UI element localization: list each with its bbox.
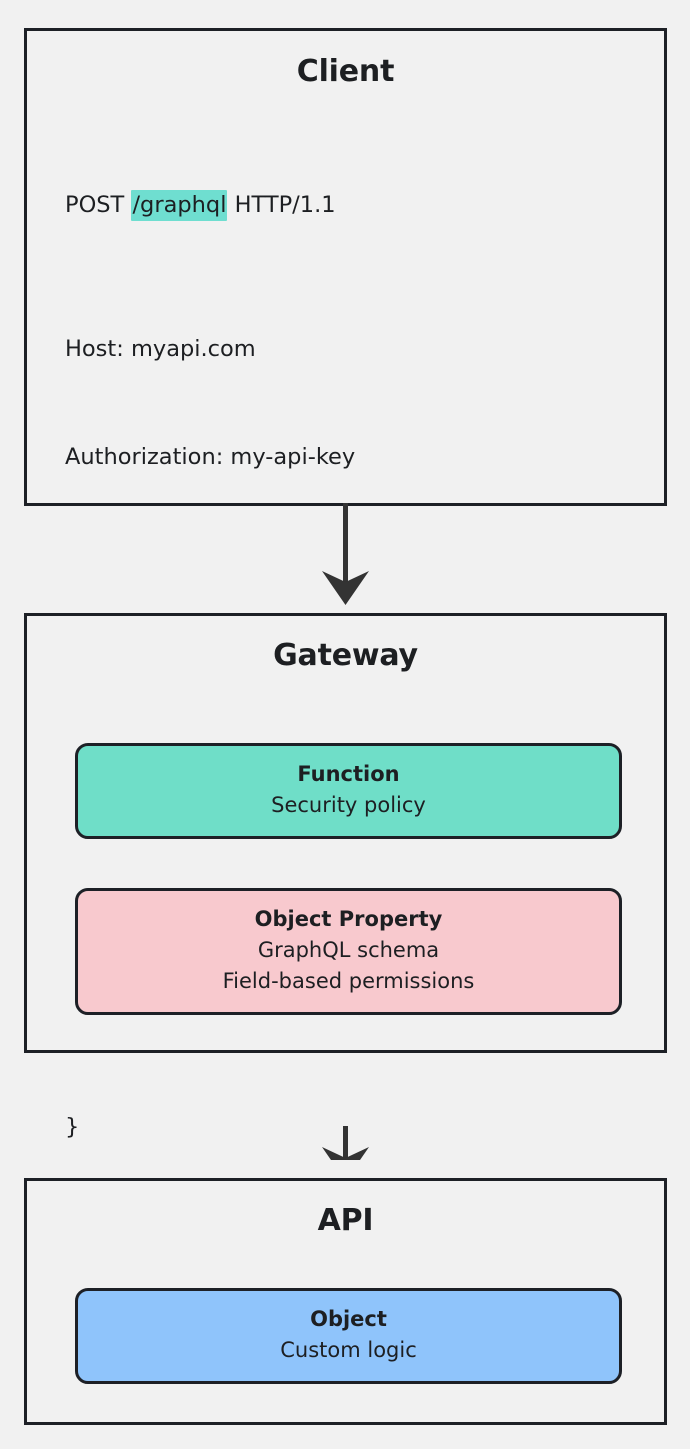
gateway-title: Gateway [273, 638, 418, 673]
request-method: POST [65, 192, 132, 218]
node-object[interactable]: Object Custom logic [75, 1288, 622, 1384]
api-stage: API Object Custom logic [24, 1178, 667, 1425]
node-object-property-title: Object Property [254, 907, 443, 931]
api-title: API [317, 1203, 374, 1238]
gateway-stage: Gateway Function Security policy Object … [24, 613, 667, 1053]
node-function-title: Function [297, 762, 400, 786]
node-object-property-line-2: Field-based permissions [222, 969, 475, 993]
arrow-gateway-to-api [0, 1050, 690, 1181]
request-protocol: HTTP/1.1 [227, 192, 336, 218]
node-object-property-line-1: GraphQL schema [257, 938, 440, 962]
client-title: Client [296, 54, 395, 89]
request-line-method: POST /graphql HTTP/1.1 [65, 187, 664, 223]
node-function-line-1: Security policy [271, 793, 426, 817]
request-header-host: Host: myapi.com [65, 336, 256, 362]
node-function[interactable]: Function Security policy [75, 743, 622, 839]
request-body-close-brace: } [65, 1114, 80, 1140]
node-object-property[interactable]: Object Property GraphQL schema Field-bas… [75, 888, 622, 1015]
request-path-highlight: /graphql [131, 190, 228, 221]
client-stage: Client POST /graphql HTTP/1.1 Host: myap… [24, 28, 667, 1140]
request-header-authorization: Authorization: my-api-key [65, 444, 356, 470]
node-object-title: Object [310, 1307, 387, 1331]
arrow-client-to-gateway [0, 503, 690, 613]
node-object-line-1: Custom logic [280, 1338, 417, 1362]
